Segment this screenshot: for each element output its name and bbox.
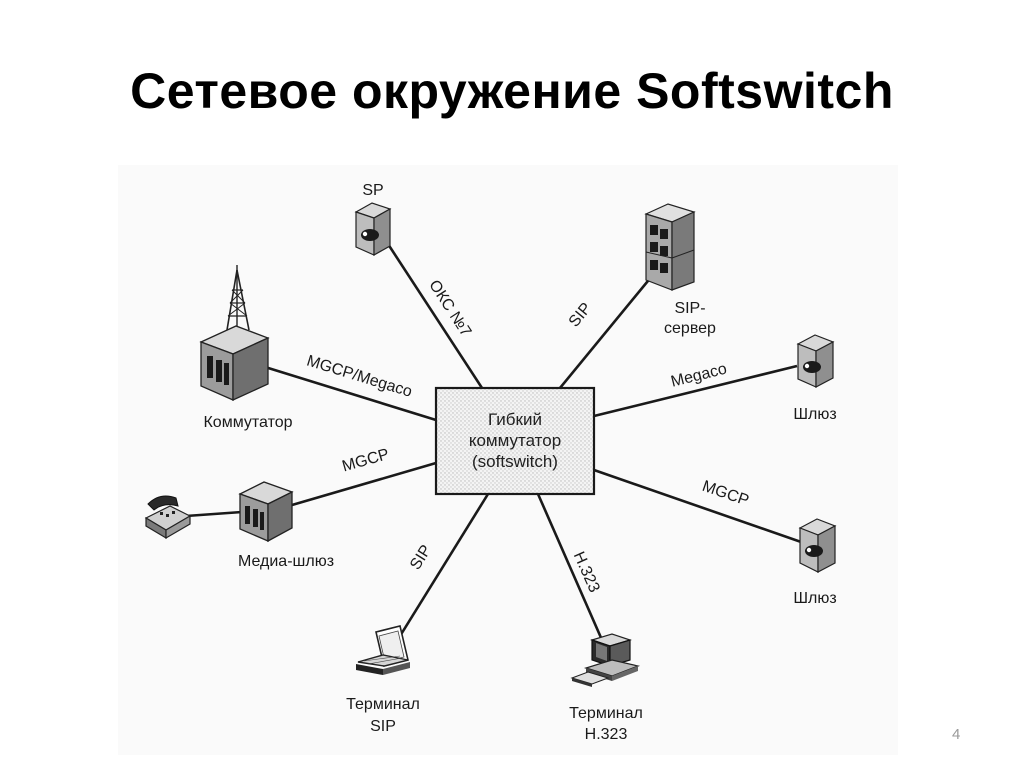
hub-label-line2: коммутатор bbox=[469, 431, 561, 450]
node-label-sip-terminal-line1: Терминал bbox=[346, 696, 420, 713]
link-gateway-top bbox=[593, 364, 798, 418]
link-switch bbox=[264, 365, 437, 422]
switch-cabinet-icon bbox=[199, 325, 270, 402]
link-sp bbox=[386, 243, 484, 389]
node-label-sip-server-line1: SIP- bbox=[674, 300, 705, 317]
node-label-sp: SP bbox=[362, 182, 383, 199]
node-label-gateway-bottom: Шлюз bbox=[793, 590, 836, 607]
node-label-h323-terminal-line1: Терминал bbox=[569, 705, 643, 722]
page-number: 4 bbox=[952, 726, 961, 743]
node-label-sip-server-line2: сервер bbox=[664, 320, 716, 337]
link-sip-server bbox=[558, 275, 654, 389]
link-telephone bbox=[185, 510, 243, 518]
link-h323-terminal bbox=[536, 493, 604, 641]
link-sip-terminal bbox=[398, 493, 490, 637]
telephone-icon bbox=[144, 495, 192, 540]
laptop-icon bbox=[356, 625, 410, 675]
desktop-computer-icon bbox=[570, 633, 641, 687]
node-media-gateway: Медиа-шлюз bbox=[238, 481, 334, 570]
node-label-switch: Коммутатор bbox=[203, 414, 292, 431]
switch-cabinet-icon bbox=[238, 481, 294, 543]
softswitch-hub: Гибкий коммутатор (softswitch) bbox=[434, 386, 596, 496]
node-h323-terminal: Терминал H.323 bbox=[569, 633, 643, 743]
server-icon bbox=[354, 202, 392, 257]
node-label-gateway-top: Шлюз bbox=[793, 406, 836, 423]
node-label-media-gateway: Медиа-шлюз bbox=[238, 553, 334, 570]
gateway-icon bbox=[796, 334, 835, 388]
node-label-sip-terminal-line2: SIP bbox=[370, 718, 396, 735]
node-gateway-bottom: Шлюз bbox=[793, 518, 837, 607]
node-sip-server: SIP- сервер bbox=[644, 203, 716, 337]
hub-label-line1: Гибкий bbox=[488, 410, 542, 429]
node-switch: Коммутатор bbox=[199, 265, 293, 431]
link-gateway-bottom bbox=[593, 468, 805, 545]
connection-lines bbox=[185, 243, 805, 641]
radio-tower-icon bbox=[226, 265, 250, 331]
node-label-h323-terminal-line2: H.323 bbox=[585, 726, 628, 743]
slide-title: Сетевое окружение Softswitch bbox=[130, 63, 894, 119]
node-telephone bbox=[144, 495, 192, 540]
hub-label-line3: (softswitch) bbox=[472, 452, 558, 471]
link-media-gateway bbox=[291, 461, 437, 507]
server-rack-icon bbox=[644, 203, 696, 291]
node-sip-terminal: Терминал SIP bbox=[346, 625, 420, 735]
hub-box bbox=[434, 386, 596, 496]
gateway-icon bbox=[798, 518, 837, 573]
node-sp: SP bbox=[354, 182, 392, 257]
node-gateway-top: Шлюз bbox=[793, 334, 837, 423]
